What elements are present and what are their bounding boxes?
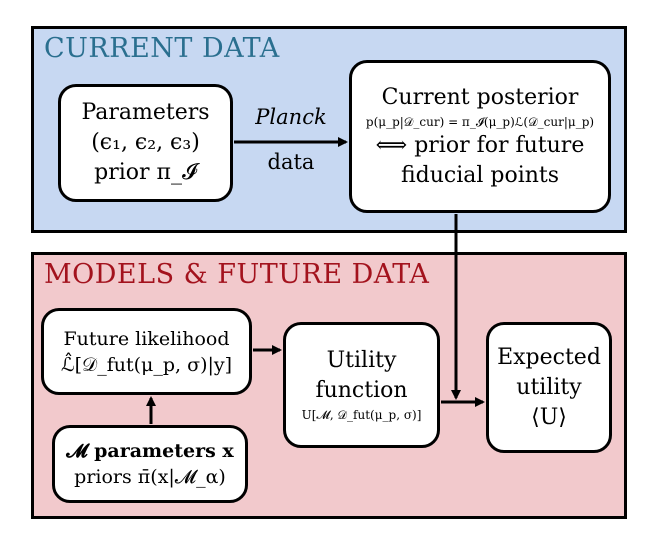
parameters-epsilons: (ϵ₁, ϵ₂, ϵ₃) bbox=[91, 130, 200, 155]
likelihood-formula: ℒ̂[𝒟_fut(μ_p, σ)|y] bbox=[60, 353, 233, 376]
expected-utility-node: Expected utility ⟨U⟩ bbox=[486, 322, 612, 453]
current-posterior-node: Current posterior p(μ_p|𝒟_cur) = π_𝓘(μ_p… bbox=[349, 60, 611, 213]
posterior-title: Current posterior bbox=[381, 84, 579, 110]
expected-symbol: ⟨U⟩ bbox=[531, 404, 567, 430]
posterior-formula: p(μ_p|𝒟_cur) = π_𝓘(μ_p)ℒ(𝒟_cur|μ_p) bbox=[365, 114, 595, 129]
models-future-data-title: MODELS & FUTURE DATA bbox=[44, 259, 430, 290]
expected-title: Expected bbox=[497, 344, 601, 370]
models-priors-line: priors π̄(x|𝓜_α) bbox=[74, 466, 226, 488]
posterior-fiducial-line: fiducial points bbox=[400, 162, 560, 188]
models-parameters-line: 𝓜 parameters x bbox=[66, 440, 234, 462]
current-data-title: CURRENT DATA bbox=[44, 33, 280, 64]
planck-edge-label-bottom: data bbox=[267, 150, 315, 174]
planck-edge-label-top: Planck bbox=[255, 105, 327, 129]
expected-utility-word: utility bbox=[516, 374, 582, 400]
posterior-prior-line: ⟺ prior for future bbox=[375, 132, 585, 158]
future-likelihood-node: Future likelihood ℒ̂[𝒟_fut(μ_p, σ)|y] bbox=[41, 308, 252, 395]
parameters-label: Parameters bbox=[81, 100, 210, 125]
parameters-prior: prior π_𝓘 bbox=[94, 160, 197, 185]
utility-function-node: Utility function U[𝓜, 𝒟_fut(μ_p, σ)] bbox=[283, 322, 440, 448]
utility-formula: U[𝓜, 𝒟_fut(μ_p, σ)] bbox=[301, 408, 422, 422]
model-parameters-node: 𝓜 parameters x priors π̄(x|𝓜_α) bbox=[52, 425, 248, 503]
parameters-node: Parameters (ϵ₁, ϵ₂, ϵ₃) prior π_𝓘 bbox=[58, 84, 233, 202]
utility-title: Utility bbox=[326, 348, 397, 373]
likelihood-title: Future likelihood bbox=[63, 327, 230, 350]
utility-function-word: function bbox=[315, 378, 408, 403]
